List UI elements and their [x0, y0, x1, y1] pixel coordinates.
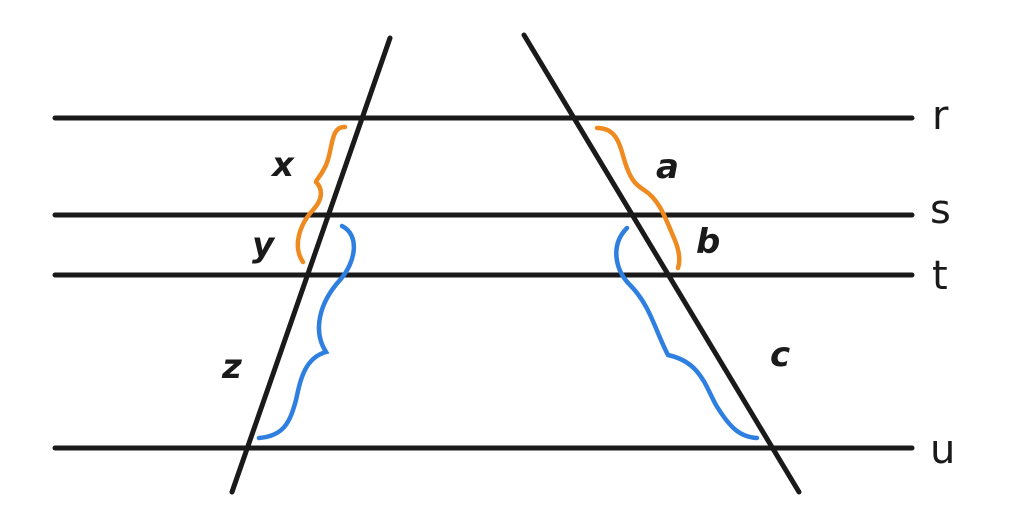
segment-x: x	[272, 145, 294, 185]
segment-a: a	[656, 147, 679, 187]
right-transversal	[521, 32, 802, 495]
brace-c	[614, 225, 760, 441]
brace-a-b	[594, 125, 682, 271]
label-s: s	[930, 187, 951, 233]
left-transversal	[229, 35, 393, 495]
label-u: u	[930, 427, 956, 473]
segment-z: z	[222, 347, 242, 387]
segment-c: c	[770, 335, 791, 375]
segment-y: y	[252, 225, 275, 265]
label-t: t	[932, 253, 948, 299]
segment-b: b	[696, 222, 721, 262]
brace-x-y	[295, 124, 348, 265]
brace-z	[256, 223, 357, 441]
label-r: r	[932, 93, 949, 139]
